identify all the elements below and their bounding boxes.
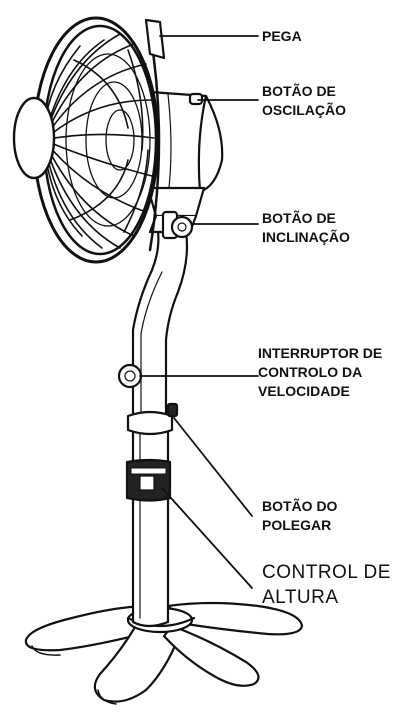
- label-height-line-1: CONTROL DE: [262, 560, 391, 585]
- label-handle-line-1: PEGA: [262, 27, 302, 46]
- label-speed-switch: INTERRUPTOR DE CONTROLO DA VELOCIDADE: [258, 344, 382, 401]
- label-tilt-line-1: BOTÃO DE: [262, 209, 350, 228]
- label-oscillation-line-1: BOTÃO DE: [262, 82, 346, 101]
- lower-pole: [133, 422, 168, 626]
- leader-line-thumb: [174, 418, 252, 516]
- label-handle: PEGA: [262, 27, 302, 46]
- label-speed-line-2: CONTROLO DA: [258, 363, 382, 382]
- label-speed-line-3: VELOCIDADE: [258, 382, 382, 401]
- label-tilt-button: BOTÃO DE INCLINAÇÃO: [262, 209, 350, 247]
- label-height-line-2: ALTURA: [262, 585, 391, 610]
- label-oscillation-line-2: OSCILAÇÃO: [262, 101, 346, 120]
- label-thumb-line-2: POLEGAR: [262, 516, 337, 535]
- upper-stem: [128, 232, 187, 434]
- label-thumb-line-1: BOTÃO DO: [262, 497, 337, 516]
- label-speed-line-1: INTERRUPTOR DE: [258, 344, 382, 363]
- speed-switch-knob: [119, 365, 141, 387]
- height-collar: [127, 460, 170, 501]
- label-height-control: CONTROL DE ALTURA: [262, 560, 391, 610]
- thumb-button-nub: [168, 404, 177, 416]
- leader-line-height: [162, 488, 252, 588]
- label-thumb-button: BOTÃO DO POLEGAR: [262, 497, 337, 535]
- label-tilt-line-2: INCLINAÇÃO: [262, 228, 350, 247]
- fan-guard: [14, 18, 164, 262]
- label-oscillation-button: BOTÃO DE OSCILAÇÃO: [262, 82, 346, 120]
